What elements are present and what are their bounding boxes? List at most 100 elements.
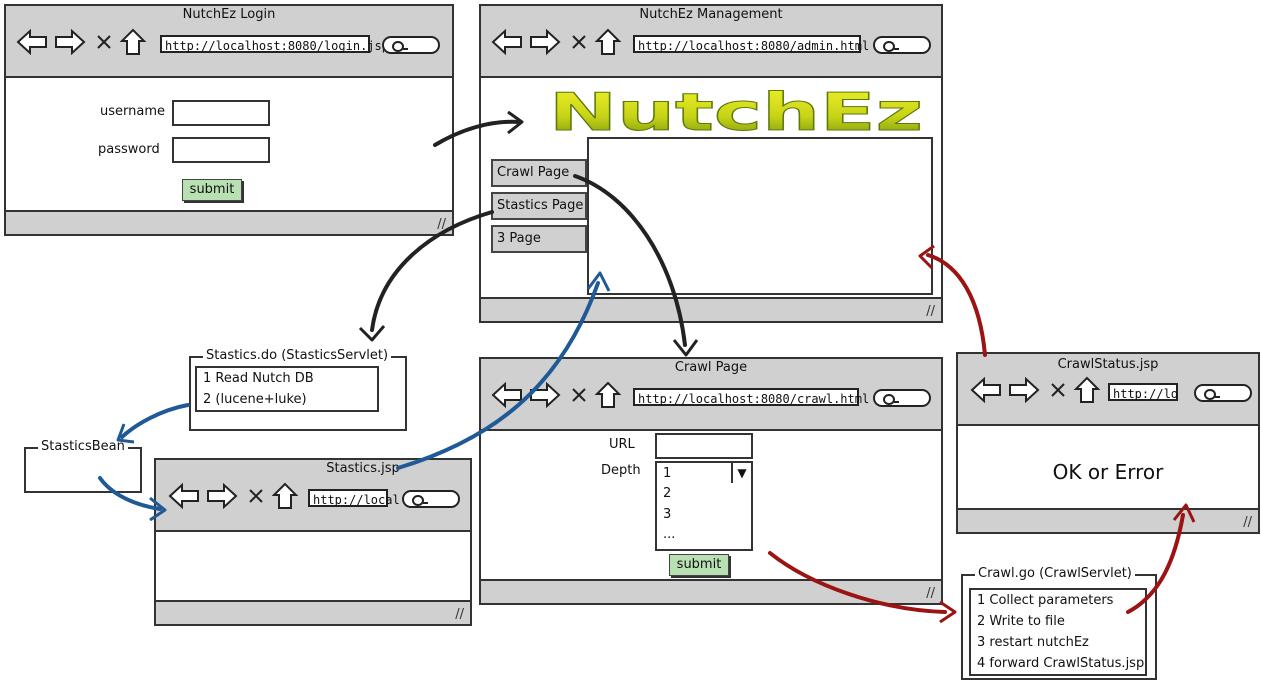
arrowhead-icon <box>149 496 167 522</box>
forward-icon[interactable] <box>1008 376 1040 404</box>
back-icon[interactable] <box>491 381 523 409</box>
close-icon[interactable] <box>1048 376 1068 404</box>
home-icon[interactable] <box>1073 376 1101 404</box>
crawl-search-box[interactable] <box>873 389 931 407</box>
home-icon[interactable] <box>119 28 147 56</box>
stastics-jsp-titlebar: Stastics.jsp http://local <box>156 460 470 532</box>
crawl-menu-to-crawl-page-arrow <box>573 174 687 347</box>
admin-to-stastics-servlet-arrow <box>370 210 494 332</box>
arrowhead-icon <box>672 339 699 357</box>
resize-grip-icon[interactable]: // <box>926 304 935 319</box>
stastics-step: 1 Read Nutch DB <box>203 371 314 386</box>
crawl-submit-button[interactable]: submit <box>669 554 729 576</box>
nutchez-logo: NutchEz <box>549 83 924 144</box>
crawl-window: Crawl Page http://localhost:8080/crawl.h… <box>479 357 943 605</box>
crawl-window-title: Crawl Page <box>674 360 748 375</box>
crawl-step: 3 restart nutchEz <box>977 635 1089 650</box>
login-submit-button[interactable]: submit <box>182 179 242 201</box>
crawl-servlet-title: Crawl.go (CrawlServlet) <box>975 566 1135 581</box>
login-window-title: NutchEz Login <box>182 7 276 22</box>
back-icon[interactable] <box>16 28 48 56</box>
stastics-jsp-title: Stastics.jsp <box>326 461 400 476</box>
search-icon <box>883 41 899 52</box>
forward-icon[interactable] <box>54 28 86 56</box>
login-statusbar: // <box>6 210 452 234</box>
stastics-bean-box: StasticsBean <box>24 439 142 493</box>
resize-grip-icon[interactable]: // <box>1243 515 1252 530</box>
home-icon[interactable] <box>594 381 622 409</box>
login-window: NutchEz Login http://localhost:8080/logi… <box>4 4 454 236</box>
forward-icon[interactable] <box>206 482 238 510</box>
stastics-servlet-box: Stastics.do (StasticsServlet) 1 Read Nut… <box>189 348 407 431</box>
stastics-step: 2 (lucene+luke) <box>203 392 307 407</box>
crawl-step: 1 Collect parameters <box>977 593 1114 608</box>
crawl-status-window: CrawlStatus.jsp http://lo OK or Error // <box>956 352 1260 534</box>
password-field[interactable] <box>172 137 270 163</box>
depth-options-list: 2 3 ... <box>655 483 753 551</box>
crawl-status-titlebar: CrawlStatus.jsp http://lo <box>958 354 1258 426</box>
crawl-status-to-admin-arrow <box>926 253 987 357</box>
depth-option[interactable]: ... <box>663 527 676 542</box>
back-icon[interactable] <box>168 482 200 510</box>
search-icon <box>392 41 408 52</box>
forward-icon[interactable] <box>529 28 561 56</box>
crawl-servlet-steps: 1 Collect parameters 2 Write to file 3 r… <box>969 588 1147 676</box>
menu-3-page[interactable]: 3 Page <box>491 225 587 253</box>
depth-option[interactable]: 2 <box>663 486 672 501</box>
depth-select[interactable]: 1 ▼ <box>655 461 753 485</box>
search-icon <box>412 495 428 506</box>
admin-content-frame <box>587 137 933 295</box>
stastics-jsp-search-box[interactable] <box>402 490 460 508</box>
depth-label: Depth <box>601 463 641 478</box>
home-icon[interactable] <box>594 28 622 56</box>
stastics-jsp-window: Stastics.jsp http://local // <box>154 458 472 626</box>
username-label: username <box>100 104 165 119</box>
stastics-servlet-to-bean-arrow <box>120 403 190 439</box>
arrowhead-icon <box>116 423 135 444</box>
login-titlebar: NutchEz Login http://localhost:8080/logi… <box>6 6 452 78</box>
username-field[interactable] <box>172 100 270 126</box>
dropdown-arrow-icon[interactable]: ▼ <box>731 463 751 483</box>
admin-titlebar: NutchEz Management http://localhost:8080… <box>481 6 941 78</box>
close-icon[interactable] <box>569 28 589 56</box>
menu-crawl-page[interactable]: Crawl Page <box>491 159 587 187</box>
arrowhead-icon <box>918 244 935 270</box>
crawl-status-title: CrawlStatus.jsp <box>1057 357 1159 372</box>
crawl-status-url-bar[interactable]: http://lo <box>1108 383 1178 401</box>
close-icon[interactable] <box>569 381 589 409</box>
crawl-titlebar: Crawl Page http://localhost:8080/crawl.h… <box>481 359 941 431</box>
stastics-servlet-title: Stastics.do (StasticsServlet) <box>203 348 392 363</box>
url-field[interactable] <box>655 433 753 459</box>
back-icon[interactable] <box>970 376 1002 404</box>
crawl-status-search-box[interactable] <box>1194 384 1252 402</box>
stastics-jsp-to-admin-arrow <box>396 281 600 470</box>
resize-grip-icon[interactable]: // <box>455 607 464 622</box>
depth-option[interactable]: 3 <box>663 507 672 522</box>
resize-grip-icon[interactable]: // <box>437 217 446 232</box>
depth-selected-value: 1 <box>663 466 672 481</box>
bean-to-stastics-jsp-arrow <box>98 476 162 511</box>
login-search-box[interactable] <box>382 36 440 54</box>
login-url-bar[interactable]: http://localhost:8080/login.jsp <box>160 35 389 53</box>
search-icon <box>1204 389 1220 400</box>
admin-statusbar: // <box>481 297 941 321</box>
resize-grip-icon[interactable]: // <box>926 586 935 601</box>
arrowhead-icon <box>358 325 386 342</box>
home-icon[interactable] <box>271 482 299 510</box>
back-icon[interactable] <box>491 28 523 56</box>
arrowhead-icon <box>939 600 957 624</box>
url-label: URL <box>609 437 635 452</box>
stastics-jsp-url-bar[interactable]: http://local <box>308 489 400 507</box>
servlet-to-crawl-status-arrow <box>1126 513 1185 614</box>
login-to-admin-arrow <box>433 119 522 147</box>
menu-stastics-page[interactable]: Stastics Page <box>491 192 587 220</box>
stastics-jsp-statusbar: // <box>156 600 470 624</box>
admin-url-bar[interactable]: http://localhost:8080/admin.html <box>633 35 869 53</box>
stastics-servlet-steps: 1 Read Nutch DB 2 (lucene+luke) <box>195 366 379 412</box>
crawl-url-bar[interactable]: http://localhost:8080/crawl.html <box>633 388 869 406</box>
close-icon[interactable] <box>94 28 114 56</box>
admin-search-box[interactable] <box>873 36 931 54</box>
close-icon[interactable] <box>246 482 266 510</box>
stastics-bean-title: StasticsBean <box>38 439 128 454</box>
